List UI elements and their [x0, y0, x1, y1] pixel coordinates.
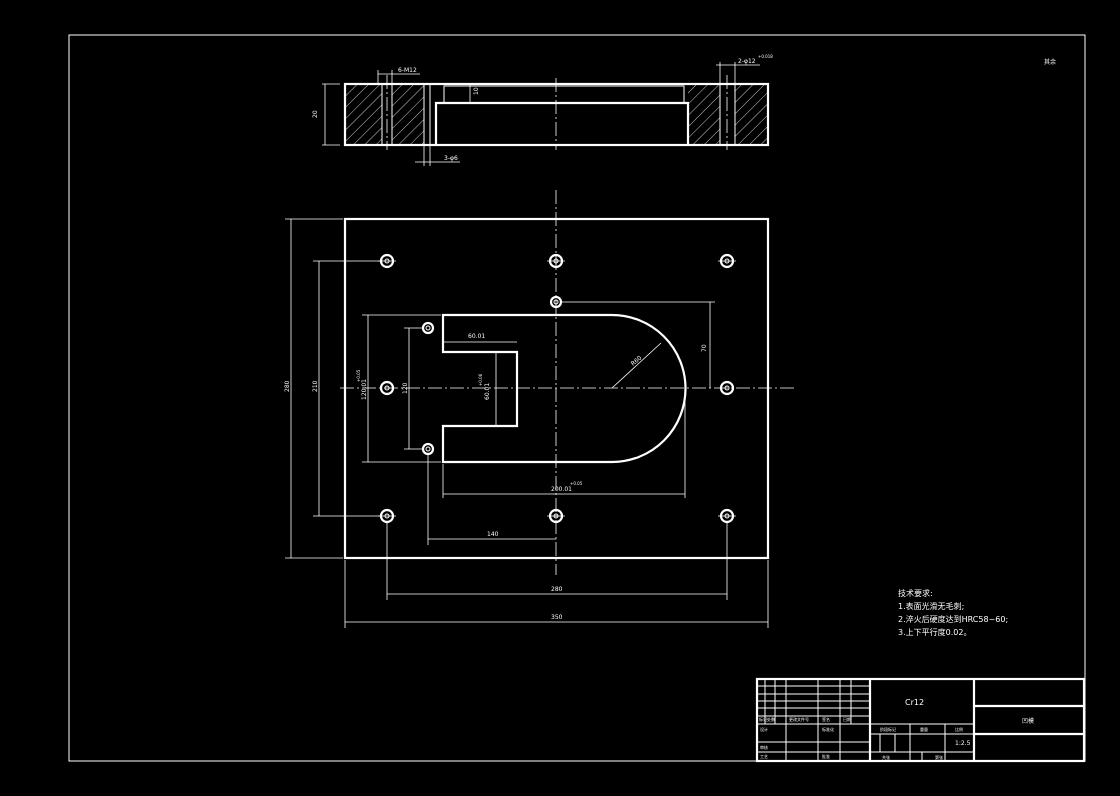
part-name: 凹模 — [1022, 717, 1034, 725]
label-approve: 批准 — [822, 753, 830, 759]
label-sheet-no: 第张 — [935, 754, 943, 760]
label-count: 处数 — [767, 716, 775, 722]
screw-hole — [379, 380, 395, 396]
dim-width-holes: 280 — [551, 586, 563, 593]
label-review: 审核 — [760, 744, 768, 750]
label-ratio: 比例 — [955, 726, 963, 732]
dim-cavity-length-tol: +0.05 — [570, 481, 583, 486]
scale: 1:2.5 — [955, 740, 971, 747]
corner-note: 其余 — [1044, 58, 1056, 66]
die-cavity — [441, 313, 687, 464]
label-mark: 标记 — [759, 716, 767, 722]
label-process: 工艺 — [760, 754, 768, 759]
dim-thickness: 20 — [312, 110, 319, 118]
dim-slot-depth: 60.01 — [484, 383, 491, 400]
plan-view: 350 280 280 210 120.01 +0.05 120 60.01 6… — [284, 190, 795, 628]
title-block: Cr12 凹模 1:2.5 标记 处数 更改文件号 签名 日期 设计 标准化 阶… — [755, 677, 1086, 763]
section-view: 20 6-M12 2-φ12 +0.018 10 3-φ6 — [312, 54, 773, 166]
dim-slot-depth-tol: +0.06 — [478, 373, 483, 386]
label-doc-no: 更改文件号 — [789, 716, 809, 722]
dim-holes-right-tol: +0.018 — [758, 54, 773, 59]
section-outline — [343, 82, 770, 147]
dim-holes-right: 2-φ12 — [738, 58, 756, 65]
dim-height-outer: 280 — [284, 380, 291, 392]
technical-requirements: 技术要求: 1.表面光滑无毛刺; 2.淬火后硬度达到HRC58~60; 3.上下… — [898, 587, 1008, 639]
dim-height-holes: 210 — [312, 380, 319, 392]
section-cavity — [434, 101, 690, 145]
requirement-item: 3.上下平行度0.02。 — [898, 628, 972, 637]
label-date: 日期 — [843, 716, 851, 722]
label-stage-mark: 阶段标记 — [880, 726, 896, 732]
pin-holes — [421, 295, 563, 456]
hatch-left-1 — [346, 85, 382, 144]
label-standard: 标准化 — [822, 726, 834, 732]
dim-cavity-height-tol: +0.05 — [356, 369, 361, 382]
dim-step: 10 — [473, 87, 480, 95]
screw-hole — [719, 380, 735, 396]
sheet-border — [68, 34, 1086, 762]
label-sign: 签名 — [822, 716, 830, 722]
dim-offset: 140 — [487, 531, 499, 538]
requirement-item: 1.表面光滑无毛刺; — [898, 602, 965, 611]
plate-outline — [343, 217, 770, 560]
screw-holes — [379, 253, 735, 524]
requirement-item: 2.淬火后硬度达到HRC58~60; — [898, 615, 1009, 624]
hatch-right-1 — [688, 85, 720, 144]
label-design: 设计 — [760, 726, 768, 732]
pin-hole — [421, 321, 435, 335]
pin-hole — [421, 442, 435, 456]
dim-right-hole: 70 — [701, 344, 708, 352]
dim-holes-left: 6-M12 — [398, 67, 417, 74]
dim-slot-width: 60.01 — [468, 333, 485, 340]
dim-bottom: 3-φ6 — [444, 155, 458, 162]
label-weight: 重量 — [920, 726, 928, 732]
requirements-title: 技术要求: — [898, 589, 933, 598]
material-name: Cr12 — [905, 698, 924, 707]
label-sheets-total: 共张 — [882, 754, 890, 760]
hatch-right-2 — [735, 85, 767, 144]
dim-pin-spacing: 120 — [402, 382, 409, 394]
pin-hole — [549, 295, 563, 309]
dim-cavity-height: 120.01 — [361, 379, 368, 400]
hatch-left-2 — [392, 85, 424, 144]
dim-width-outer: 350 — [551, 614, 563, 621]
dim-cavity-length: 200.01 — [551, 486, 572, 493]
